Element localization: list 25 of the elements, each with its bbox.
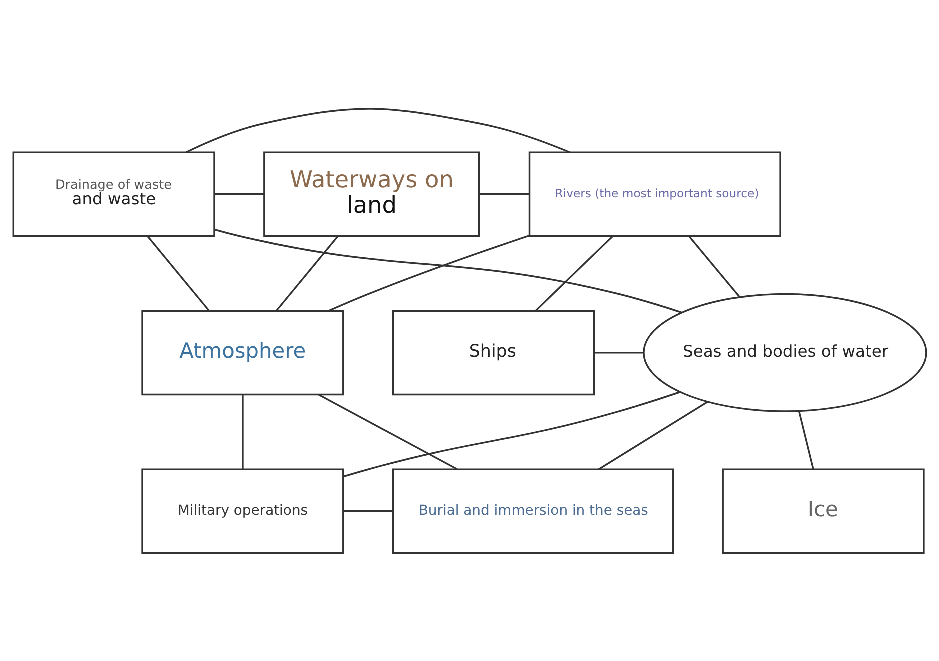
connector	[214, 228, 682, 314]
connector	[342, 390, 680, 478]
connector	[275, 236, 338, 312]
node-box: Rivers (the most important source)	[528, 151, 781, 237]
node-ellipse: Seas and bodies of water	[642, 292, 927, 412]
node-box: Ice	[722, 468, 924, 554]
node-box: Military operations	[141, 468, 344, 554]
connector	[688, 236, 740, 298]
connector	[214, 193, 264, 195]
node-box: Waterways on land	[263, 151, 480, 237]
connector	[343, 510, 393, 512]
connector	[479, 193, 529, 195]
connector	[185, 108, 570, 153]
node-box: Burial and immersion in the seas	[392, 468, 674, 554]
node-box: Drainage of waste and waste	[12, 151, 215, 237]
connector	[798, 410, 814, 470]
connector	[328, 234, 530, 312]
node-box: Ships	[392, 310, 595, 396]
node-box: Atmosphere	[141, 310, 344, 396]
connector	[318, 394, 458, 470]
connector	[598, 400, 708, 470]
connector	[594, 352, 644, 354]
connector	[242, 394, 244, 469]
connector	[146, 236, 210, 312]
connector	[534, 235, 613, 312]
